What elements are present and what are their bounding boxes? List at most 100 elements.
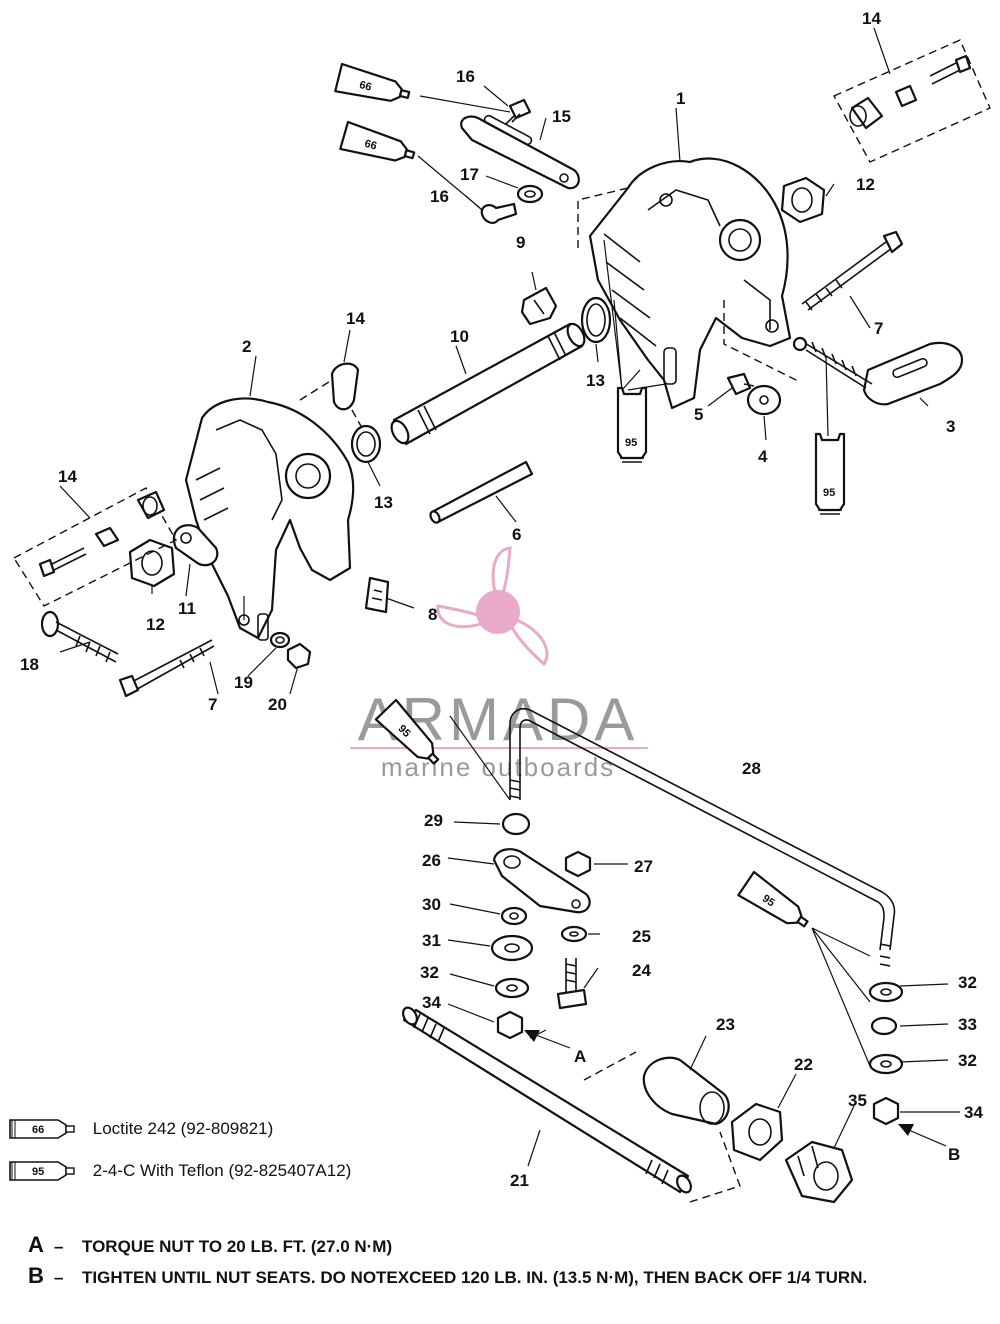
part-26-bracket	[492, 848, 591, 914]
part-12-nut-left	[128, 538, 176, 588]
part-35-castle-nut	[784, 1140, 854, 1204]
note-b-text: TIGHTEN UNTIL NUT SEATS. DO NOTEXCEED 12…	[82, 1268, 868, 1287]
part-21-shaft	[402, 1006, 741, 1203]
callout-18: 18	[20, 655, 39, 674]
tube-icon-66: 66	[9, 1119, 75, 1139]
callout-6: 6	[512, 525, 521, 544]
callout-17: 17	[460, 165, 479, 184]
callout-23: 23	[716, 1015, 735, 1034]
callout-26: 26	[422, 851, 441, 870]
callout-labels: 1 2 3 4 5 6 7 7 8 9 10 11 12 12 13 13 14…	[20, 9, 983, 1190]
propeller-logo	[436, 546, 549, 667]
part-33-spacer	[870, 1016, 898, 1036]
note-b: B – TIGHTEN UNTIL NUT SEATS. DO NOTEXCEE…	[28, 1263, 978, 1290]
part-13-ring-right	[580, 296, 612, 344]
callout-22: 22	[794, 1055, 813, 1074]
part-24-bolt	[556, 958, 588, 1010]
part-7-bolt-left	[118, 639, 215, 698]
note-a: A – TORQUE NUT TO 20 LB. FT. (27.0 N·M)	[28, 1232, 978, 1259]
notes: A – TORQUE NUT TO 20 LB. FT. (27.0 N·M) …	[28, 1232, 978, 1294]
svg-text:66: 66	[32, 1124, 44, 1136]
svg-text:95: 95	[760, 893, 777, 910]
part-25-washer	[560, 925, 588, 943]
part-18-screw	[40, 610, 119, 663]
callout-24: 24	[632, 961, 651, 980]
ref-letter-b: B	[948, 1145, 960, 1164]
callout-15: 15	[552, 107, 571, 126]
callout-29: 29	[424, 811, 443, 830]
tube-95-tiebar-left: 95	[374, 698, 440, 765]
callout-1: 1	[676, 89, 685, 108]
callout-25: 25	[632, 927, 651, 946]
callout-32-right-upper: 32	[958, 973, 977, 992]
part-14-kit-top-right	[833, 39, 991, 163]
callout-30: 30	[422, 895, 441, 914]
note-b-letter: B	[28, 1263, 44, 1288]
callout-4: 4	[758, 447, 768, 466]
callout-35: 35	[848, 1091, 867, 1110]
part-2-clamp-bracket	[184, 397, 355, 641]
callout-31: 31	[422, 931, 441, 950]
part-12-nut-right	[780, 176, 826, 224]
part-19-washer	[269, 631, 291, 649]
callout-28: 28	[742, 759, 761, 778]
part-5-bolt	[726, 372, 755, 396]
part-27-nut	[564, 850, 592, 878]
legend-row-teflon: 95 2-4-C With Teflon (92-825407A12)	[8, 1160, 351, 1182]
callout-5: 5	[694, 405, 703, 424]
part-11-link	[172, 524, 219, 567]
arrow-b	[898, 1124, 947, 1147]
part-8-decal	[364, 576, 390, 614]
part-31-washer	[490, 934, 534, 962]
tube-icon-95: 95	[9, 1161, 75, 1181]
ref-letter-a: A	[574, 1047, 586, 1066]
callout-34-left: 34	[422, 993, 441, 1012]
note-a-text: TORQUE NUT TO 20 LB. FT. (27.0 N·M)	[82, 1237, 393, 1256]
callout-20: 20	[268, 695, 287, 714]
svg-text:95: 95	[32, 1166, 44, 1178]
part-32-washer-right-upper	[868, 981, 904, 1003]
part-15-strap	[460, 114, 580, 190]
callout-9: 9	[516, 233, 525, 252]
part-6-pin	[429, 460, 534, 524]
part-20-nut	[286, 642, 312, 670]
callout-7-left: 7	[208, 695, 217, 714]
part-14-lever-plate	[299, 362, 363, 429]
tube-66-middle: 66	[339, 120, 416, 162]
part-22-nut	[730, 1102, 784, 1162]
note-a-dash: –	[54, 1237, 64, 1256]
callout-34-right: 34	[964, 1103, 983, 1122]
tube-95-bracket: 95	[616, 386, 648, 463]
callout-7-right: 7	[874, 319, 883, 338]
part-34-nut-left	[496, 1010, 524, 1040]
callout-27: 27	[634, 857, 653, 876]
callout-2: 2	[242, 337, 251, 356]
legend-text-loctite: Loctite 242 (92-809821)	[92, 1119, 274, 1138]
part-32-washer-left	[494, 977, 530, 999]
callout-12-right: 12	[856, 175, 875, 194]
callout-32-right-lower: 32	[958, 1051, 977, 1070]
svg-text:95: 95	[625, 437, 637, 449]
part-14-kit-left	[13, 487, 177, 607]
part-29-bushing	[501, 812, 531, 836]
arrow-a	[524, 1030, 571, 1049]
callout-33: 33	[958, 1015, 977, 1034]
part-1-clamp-bracket	[577, 157, 801, 410]
svg-text:95: 95	[823, 487, 835, 499]
callout-13-left: 13	[374, 493, 393, 512]
note-b-dash: –	[54, 1268, 64, 1287]
part-23-sleeve	[642, 1056, 730, 1126]
callout-10: 10	[450, 327, 469, 346]
callout-21: 21	[510, 1171, 529, 1190]
part-4-plate	[746, 384, 782, 416]
svg-text:66: 66	[363, 138, 378, 153]
callout-16-lower: 16	[430, 187, 449, 206]
tube-95-tiebar-right: 95	[737, 870, 809, 928]
callout-11: 11	[178, 599, 196, 618]
part-32-washer-right-lower	[868, 1053, 904, 1075]
part-13-ring-left	[350, 424, 382, 464]
part-28-tie-bar	[509, 708, 896, 967]
leader-lines	[59, 27, 960, 1167]
callout-3: 3	[946, 417, 955, 436]
